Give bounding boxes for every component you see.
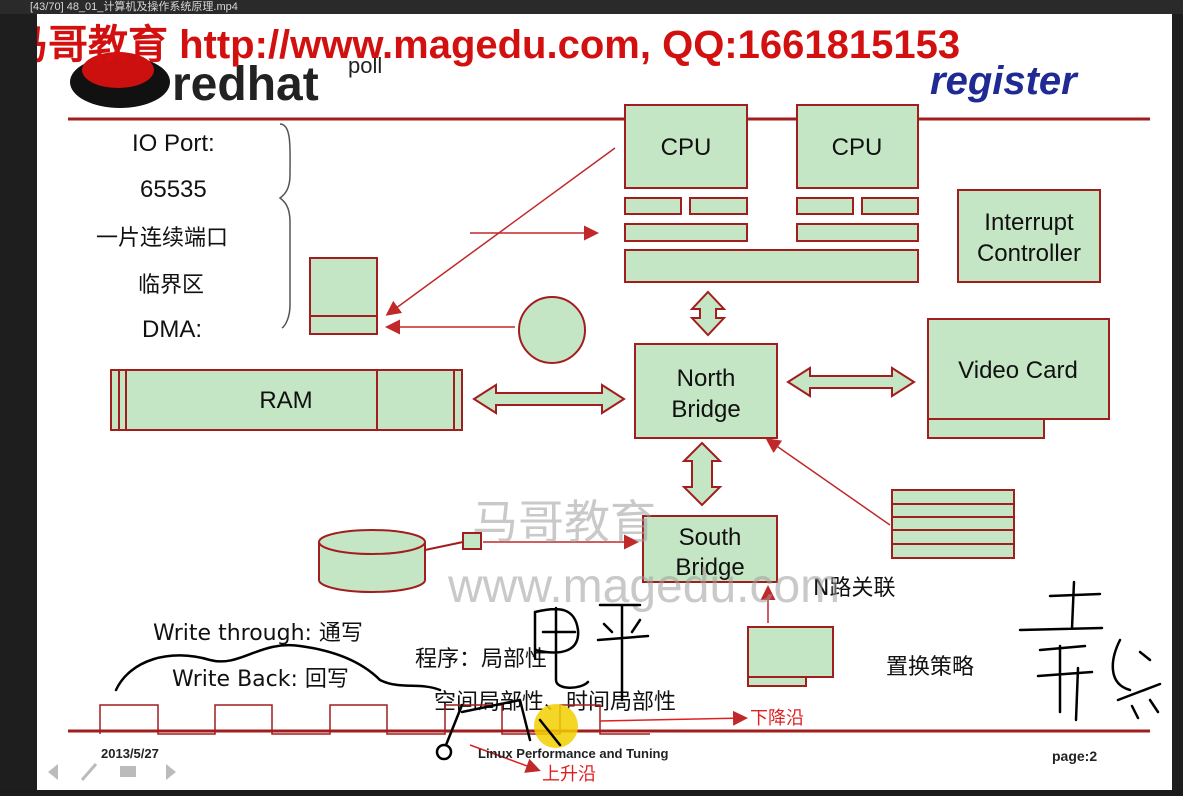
dma-circle bbox=[518, 296, 586, 364]
port-count: 65535 bbox=[140, 176, 207, 203]
interrupt-label-2: Controller bbox=[977, 240, 1081, 267]
device-to-north-arrow bbox=[765, 438, 891, 526]
brace bbox=[278, 123, 291, 329]
rising-edge-label: 上升沿 bbox=[542, 764, 596, 784]
cpu-2-cache-b bbox=[861, 197, 919, 215]
cursor-highlight bbox=[534, 704, 578, 748]
footer-course: Linux Performance and Tuning bbox=[478, 746, 669, 761]
cpu-2-block: CPU bbox=[796, 104, 919, 242]
video-card-label: Video Card bbox=[958, 357, 1078, 384]
pci-devices bbox=[891, 489, 1015, 559]
n-way-label: N路关联 bbox=[813, 576, 895, 601]
disk bbox=[318, 529, 426, 593]
cpu-2-label: CPU bbox=[832, 134, 883, 161]
continuous-ports: 一片连续端口 bbox=[96, 226, 228, 251]
dma-label: DMA: bbox=[142, 316, 202, 343]
cpu-2-cache-a bbox=[796, 197, 854, 215]
slide-nav bbox=[48, 763, 176, 781]
north-south-arrow bbox=[681, 441, 723, 507]
logo-text: redhat bbox=[172, 58, 319, 111]
bottom-bar bbox=[0, 790, 1183, 796]
next-slide-icon[interactable] bbox=[166, 764, 176, 780]
north-bridge-label-2: Bridge bbox=[671, 396, 740, 423]
cpu-1-cache-b bbox=[689, 197, 748, 215]
ram-label: RAM bbox=[259, 387, 312, 414]
ram-north-arrow bbox=[472, 383, 626, 415]
cpu-1-block: CPU bbox=[624, 104, 748, 242]
footer-date: 2013/5/27 bbox=[101, 746, 159, 761]
interrupt-label-1: Interrupt bbox=[984, 209, 1074, 236]
slide-canvas: redhat poll 马哥教育 http://www.magedu.com, … bbox=[37, 23, 1162, 784]
ram bbox=[110, 369, 463, 431]
disk-cable bbox=[424, 541, 464, 551]
redhat-logo: redhat bbox=[70, 52, 319, 111]
north-bridge-label-1: North bbox=[677, 365, 736, 392]
window-titlebar: [43/70] 48_01_计算机及操作系统原理.mp4 bbox=[0, 0, 1183, 14]
cpu-2-cache-c bbox=[796, 223, 919, 242]
south-bridge-label-2: Bridge bbox=[675, 554, 744, 581]
right-scrollbar[interactable] bbox=[1172, 14, 1183, 790]
register-label: register bbox=[930, 59, 1079, 103]
south-bridge bbox=[642, 515, 778, 583]
menu-icon[interactable] bbox=[120, 766, 136, 777]
cpu-1-label: CPU bbox=[661, 134, 712, 161]
write-through-note: Write through: 通写 bbox=[153, 621, 363, 646]
cpu-2 bbox=[796, 104, 919, 189]
video-card bbox=[927, 318, 1110, 420]
critical-section: 临界区 bbox=[138, 273, 204, 298]
io-port-label: IO Port: bbox=[132, 130, 215, 157]
replacement-note: 置换策略 bbox=[886, 655, 974, 680]
poll-label: poll bbox=[348, 53, 382, 78]
shared-cache bbox=[624, 249, 919, 283]
cpu-north-arrow bbox=[689, 290, 727, 337]
banner-text: 马哥教育 http://www.magedu.com, QQ:166181515… bbox=[37, 23, 960, 67]
prev-slide-icon[interactable] bbox=[48, 764, 58, 780]
slide: redhat poll 马哥教育 http://www.magedu.com, … bbox=[37, 14, 1172, 790]
handwritten-rising-edge bbox=[1018, 580, 1162, 722]
watermark-url: www.magedu.com bbox=[447, 560, 840, 613]
window-title: [43/70] 48_01_计算机及操作系统原理.mp4 bbox=[30, 1, 238, 13]
io-device bbox=[309, 257, 378, 317]
program-locality-note: 程序：局部性 bbox=[415, 647, 547, 672]
cpu-to-device-arrow bbox=[385, 147, 616, 316]
disk-controller bbox=[462, 532, 482, 550]
handwritten-mark bbox=[533, 603, 650, 702]
write-back-note: Write Back: 回写 bbox=[172, 667, 349, 692]
ram-module: RAM bbox=[110, 369, 463, 431]
handwritten-edge-marks bbox=[444, 698, 562, 747]
cpu-1 bbox=[624, 104, 748, 189]
pen-icon[interactable] bbox=[80, 763, 98, 781]
interrupt-controller bbox=[957, 189, 1101, 283]
rising-edge-arrow bbox=[469, 744, 541, 773]
cpu-1-cache-a bbox=[624, 197, 682, 215]
left-margin bbox=[0, 14, 37, 790]
handwritten-arc bbox=[114, 643, 442, 692]
footer-page: page:2 bbox=[1052, 748, 1097, 764]
north-bridge bbox=[634, 343, 778, 439]
cpu-1-cache-c bbox=[624, 223, 748, 242]
north-video-arrow bbox=[786, 366, 916, 398]
cursor-ring bbox=[435, 743, 453, 761]
watermark-cn: 马哥教育 bbox=[472, 496, 656, 548]
south-bridge-label-1: South bbox=[679, 524, 742, 551]
falling-edge-arrow bbox=[599, 710, 748, 726]
falling-edge-label: 下降沿 bbox=[750, 708, 804, 728]
io-device-base bbox=[309, 315, 378, 335]
video-card-base bbox=[927, 417, 1045, 439]
usb-device bbox=[747, 626, 834, 678]
